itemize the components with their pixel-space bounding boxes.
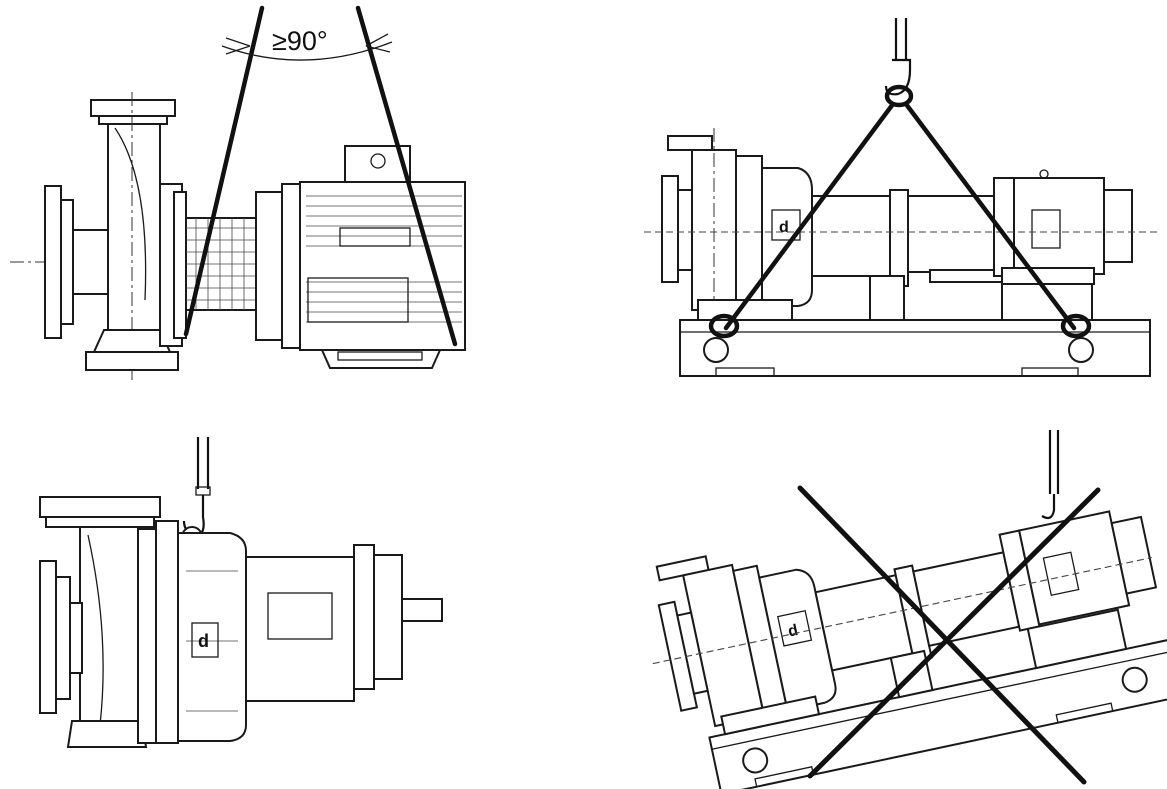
- svg-text:d: d: [786, 622, 799, 641]
- svg-text:d: d: [779, 219, 789, 236]
- panel-baseplate-lifting: d: [644, 18, 1160, 377]
- panel-bare-pump-lifting: d: [39, 437, 443, 748]
- angle-label: ≥90°: [272, 26, 328, 56]
- panel-sling-angle: ≥90°: [10, 5, 466, 380]
- panel-incorrect-lifting: d: [652, 430, 1167, 789]
- svg-text:d: d: [198, 631, 209, 651]
